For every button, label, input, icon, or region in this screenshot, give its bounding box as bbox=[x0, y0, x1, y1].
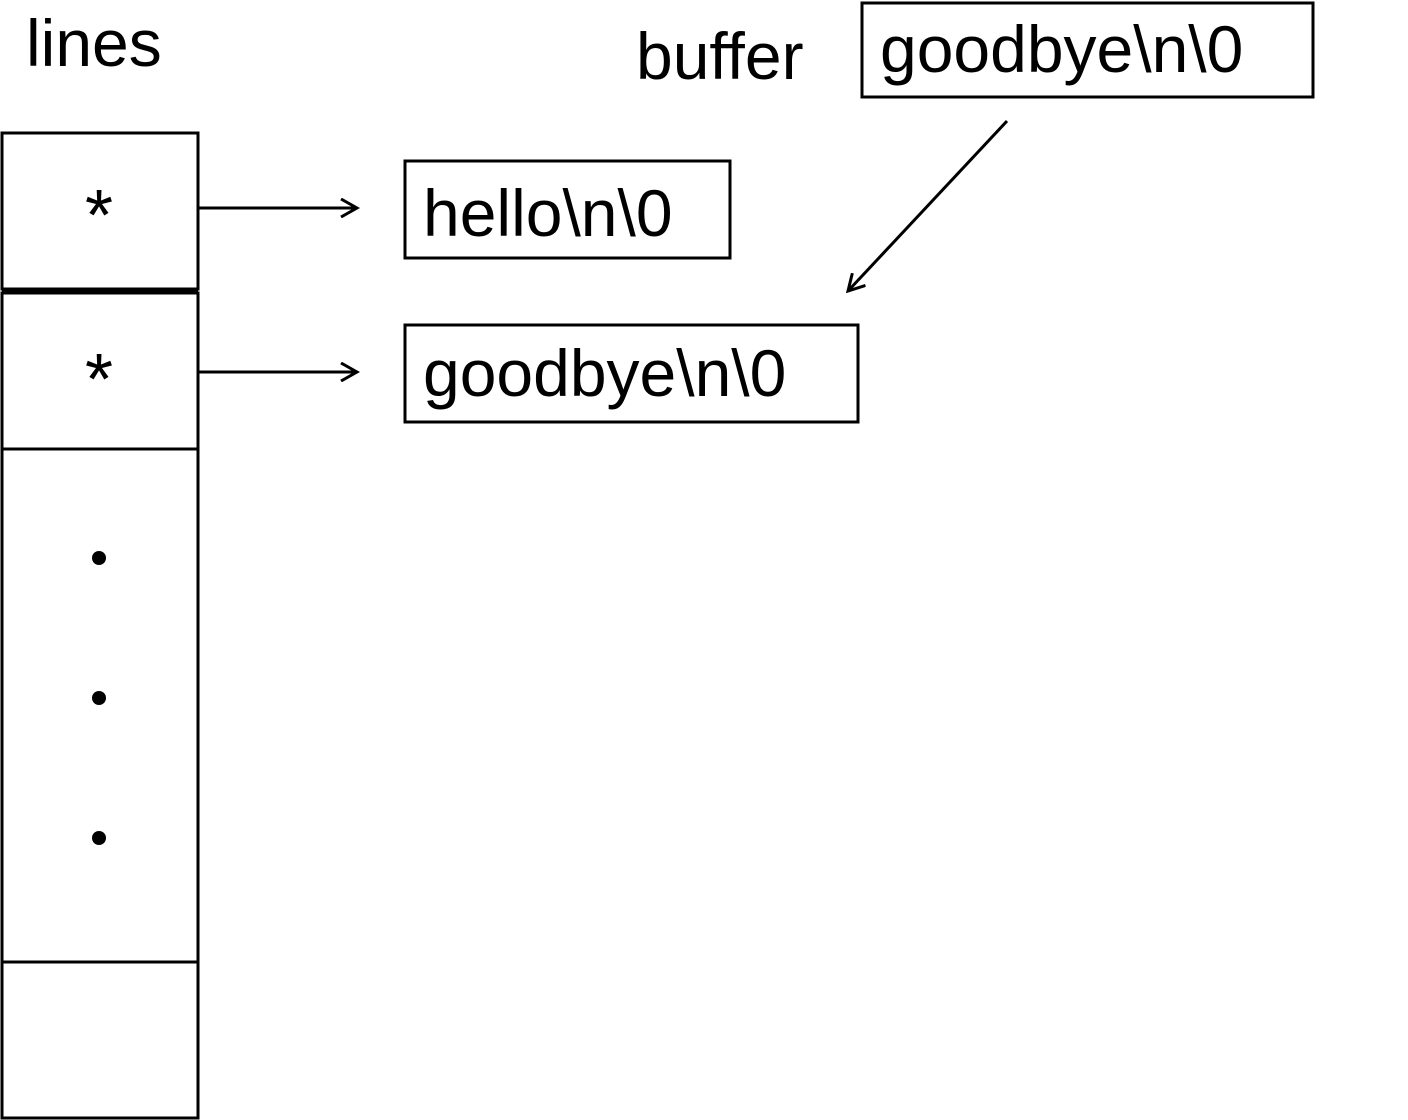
array-ellipsis-cell bbox=[0, 447, 200, 964]
string-box-hello: hello\n\0 bbox=[403, 159, 732, 260]
ellipsis-dot bbox=[92, 831, 106, 845]
buffer-label: buffer bbox=[636, 19, 804, 93]
lines-label: lines bbox=[26, 6, 162, 80]
string-text-goodbye: goodbye\n\0 bbox=[423, 336, 786, 410]
buffer-box: goodbye\n\0 bbox=[860, 1, 1315, 99]
pointer-star-1: * bbox=[85, 340, 113, 420]
buffer-content: goodbye\n\0 bbox=[880, 12, 1243, 86]
ellipsis-dot bbox=[92, 691, 106, 705]
string-text-hello: hello\n\0 bbox=[423, 176, 673, 250]
array-cell-last bbox=[0, 960, 200, 1120]
lines-array: * * bbox=[0, 131, 200, 1120]
copy-arrow bbox=[848, 119, 1009, 291]
pointer-star-0: * bbox=[85, 176, 113, 256]
ellipsis-dot bbox=[92, 551, 106, 565]
string-box-goodbye: goodbye\n\0 bbox=[403, 323, 860, 424]
